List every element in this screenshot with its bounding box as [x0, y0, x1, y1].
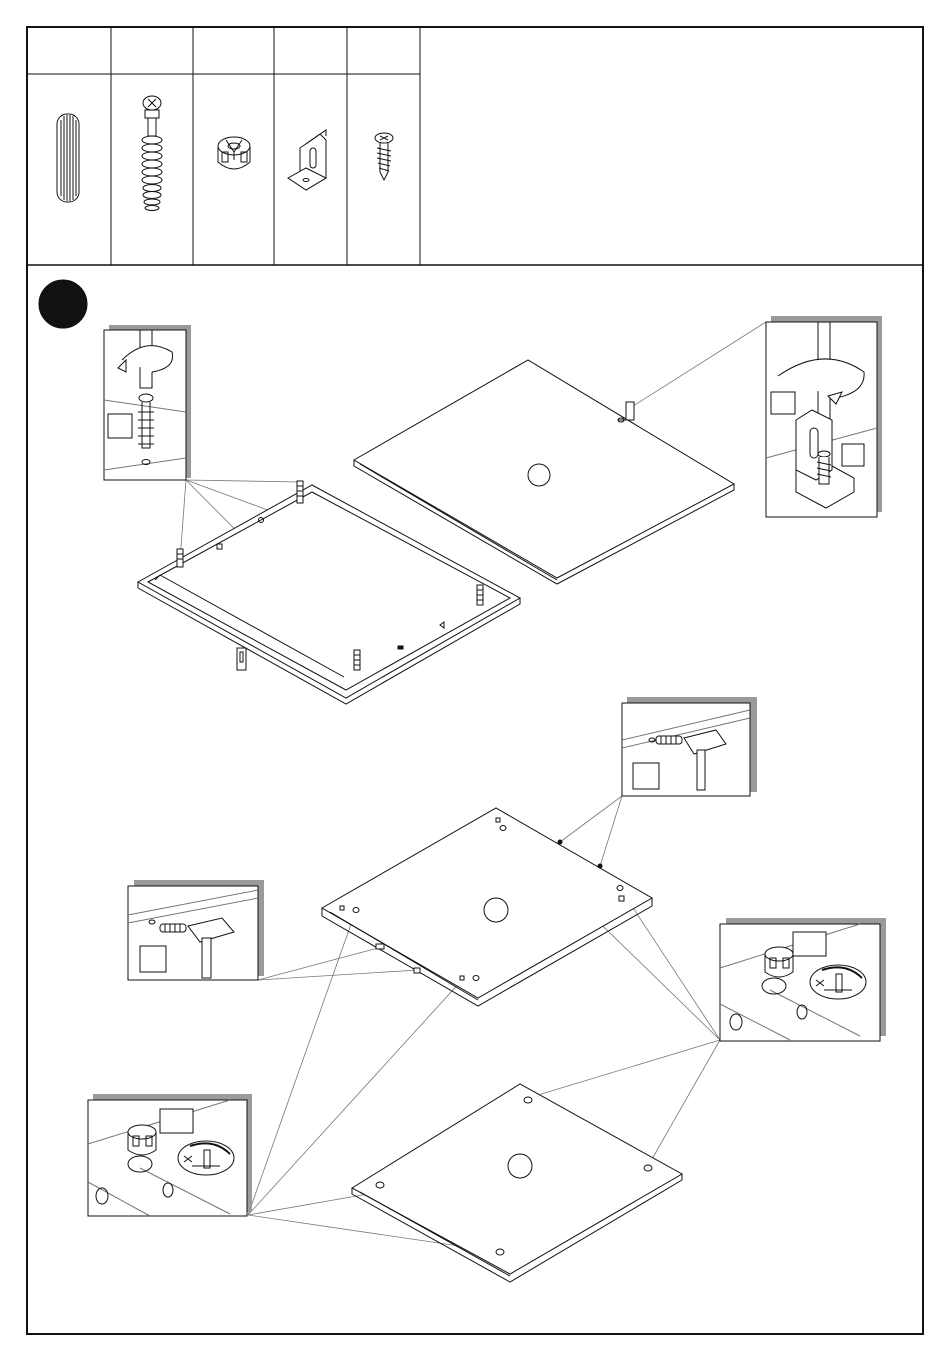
- inset-label-box: [108, 414, 132, 438]
- side-panel-1: [322, 808, 652, 1006]
- l-bracket-icon: [288, 130, 326, 190]
- inset-label-box: [793, 932, 826, 956]
- cam-bolt-icon: [177, 549, 183, 567]
- cam-lock-rotate-icon: [178, 1141, 234, 1175]
- step-badge: [39, 280, 87, 328]
- cam-bolt-icon: [297, 481, 303, 503]
- cam-bolt-icon: [142, 96, 162, 211]
- inset-hammer-dowel-left: [128, 880, 264, 980]
- cam-lock-icon: [218, 137, 250, 169]
- inset-screwdriver-bracket: [766, 316, 882, 517]
- wooden-dowel-icon: [57, 114, 79, 202]
- inset-label-box: [771, 392, 795, 414]
- inset-label-box: [842, 444, 864, 466]
- cam-bolt-icon: [477, 585, 483, 605]
- inset-hammer-dowel-right: [622, 697, 757, 796]
- inset-label-box: [160, 1109, 193, 1133]
- wooden-dowel-icon: [160, 924, 186, 932]
- l-bracket-icon: [237, 648, 246, 670]
- cam-bolt-icon: [354, 650, 360, 670]
- wood-screw-icon: [817, 451, 831, 484]
- parts-table: [27, 27, 923, 265]
- inset-label-box: [140, 946, 166, 972]
- inset-screwdriver-cam-bolt: [104, 325, 191, 480]
- inset-cam-lock-right: [720, 918, 886, 1041]
- inset-label-box: [633, 763, 659, 789]
- wooden-dowel-icon: [656, 736, 682, 744]
- side-panel-2: [352, 1084, 682, 1282]
- wood-screw-icon: [375, 133, 393, 180]
- inset-cam-lock-left: [88, 1094, 252, 1216]
- step-number-badge-icon: [39, 280, 87, 328]
- cam-lock-rotate-icon: [810, 965, 866, 999]
